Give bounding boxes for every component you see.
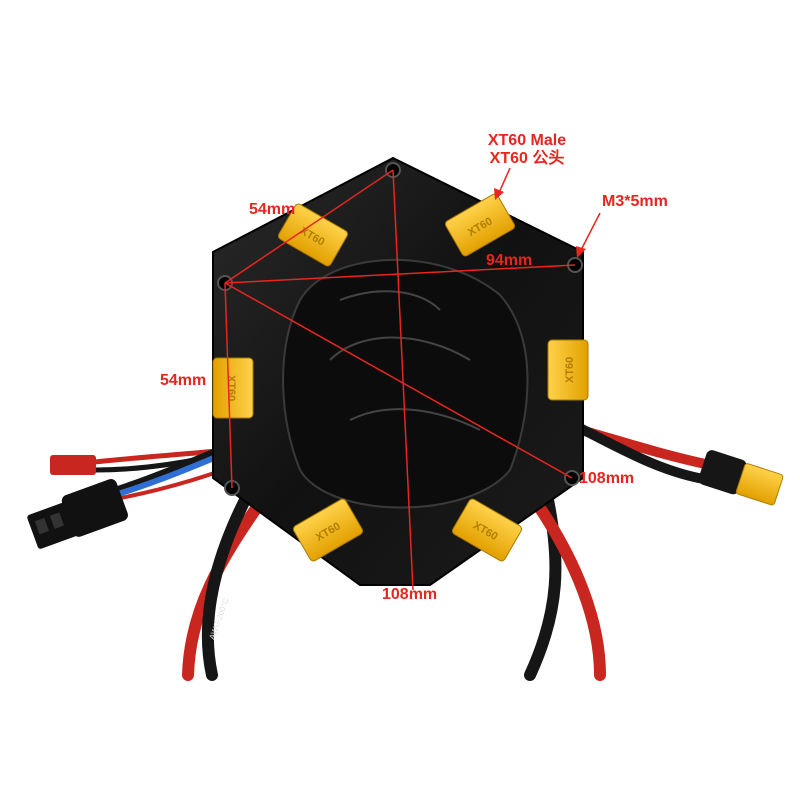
mounting-holes — [217, 162, 583, 496]
xt-plug-left — [27, 479, 128, 549]
jst-connector — [50, 455, 96, 475]
xt60-connector-bottom-left: XT60 — [292, 498, 364, 562]
dimension-lines — [224, 167, 601, 591]
xt60-connector-left: XT60 — [212, 357, 254, 419]
left-edge-dimension: 54mm — [160, 372, 207, 389]
top-edge-dimension: 54mm — [249, 201, 296, 218]
connector-type-label: XT60 Male XT60 公头 — [472, 132, 582, 168]
arrow-heads — [494, 188, 586, 258]
xt60-connector-top-right: XT60 — [444, 193, 516, 257]
xt60-connectors: XT60 XT60 XT60 XT60 XT60 XT60 — [212, 193, 589, 562]
svg-text:XT60: XT60 — [225, 375, 237, 401]
xt60-connector-right: XT60 — [547, 339, 589, 401]
bottom-wires: AWG 200°C — [182, 494, 606, 681]
hole-span-dimension: 94mm — [486, 252, 533, 269]
diagonal-vertical-dimension: 108mm — [382, 586, 438, 603]
screw-spec-label: M3*5mm — [602, 193, 668, 210]
connector-type-line2: XT60 公头 — [489, 150, 565, 167]
svg-text:XT60: XT60 — [564, 357, 576, 383]
diagonal-right-dimension: 108mm — [579, 470, 635, 487]
dim-line-left-edge — [224, 282, 233, 489]
connector-type-line1: XT60 Male — [487, 132, 567, 149]
xt60-battery-plug — [698, 450, 784, 506]
dim-line-diagonal — [224, 282, 573, 479]
dim-line-screw-arrow — [579, 212, 601, 253]
dim-line-top-edge — [224, 169, 394, 284]
dim-line-hole-span — [224, 264, 576, 284]
xt60-connector-bottom-right: XT60 — [451, 498, 523, 562]
dim-line-vertical — [392, 169, 414, 591]
